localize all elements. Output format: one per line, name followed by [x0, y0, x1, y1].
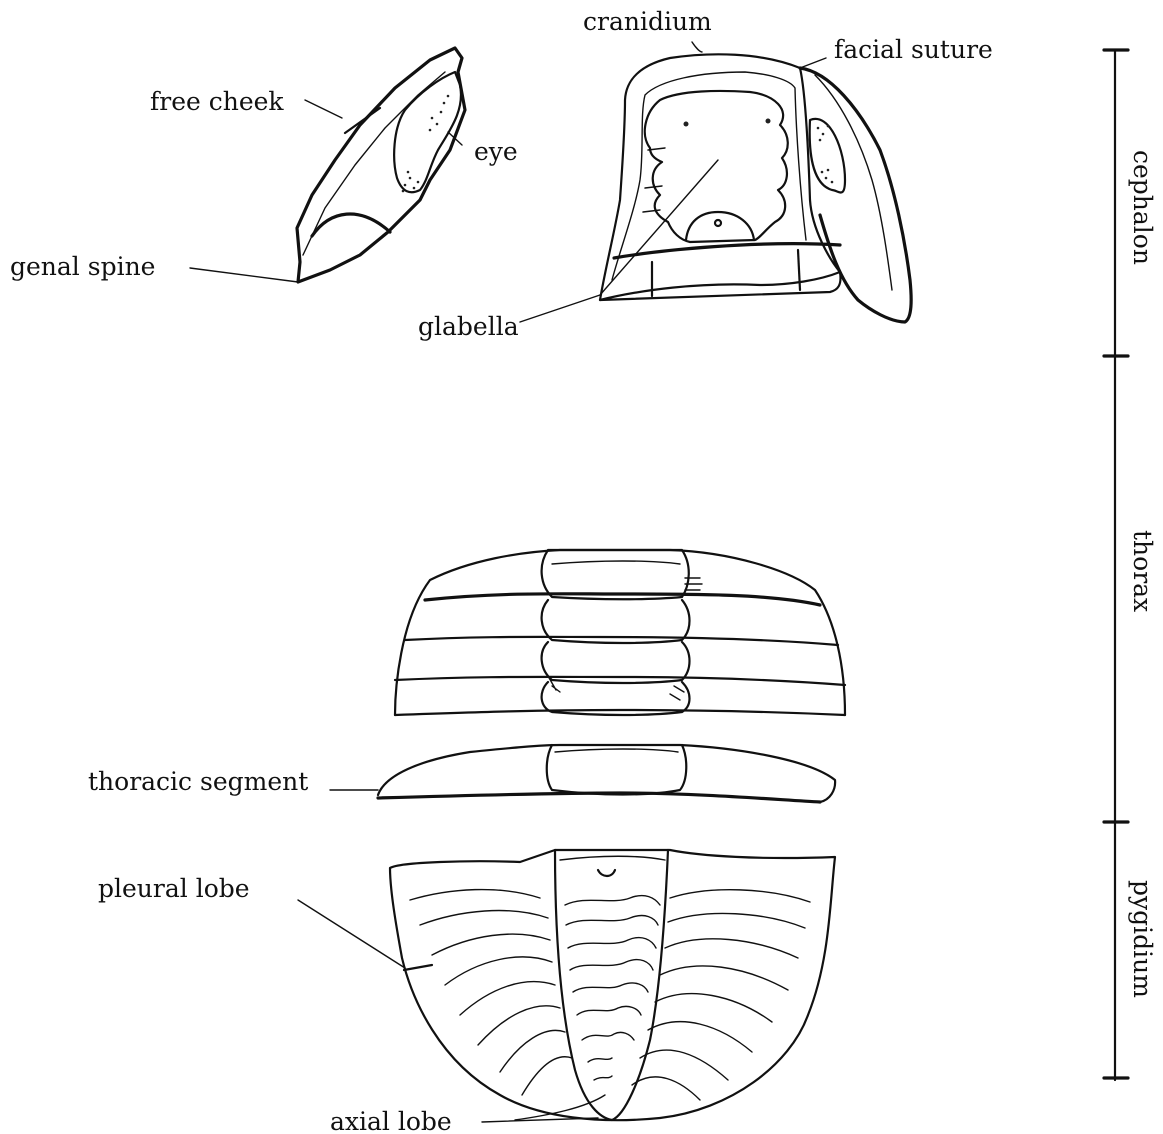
label-axial-lobe: axial lobe [330, 1107, 452, 1134]
label-thoracic-segment: thoracic segment [88, 767, 308, 796]
body-region-scale-bar [1104, 50, 1128, 1080]
cranidium-drawing [520, 42, 911, 322]
scale-label-cephalon: cephalon [1128, 150, 1157, 265]
label-facial-suture: facial suture [834, 35, 993, 64]
thorax-drawing [395, 550, 845, 715]
pygidium-drawing [298, 850, 835, 1122]
label-glabella: glabella [418, 312, 519, 341]
label-free-cheek: free cheek [150, 87, 284, 116]
free-cheek-drawing [190, 48, 465, 282]
thoracic-segment-drawing [330, 745, 835, 802]
scale-label-pygidium: pygidium [1128, 880, 1157, 998]
label-pleural-lobe: pleural lobe [98, 874, 250, 903]
label-genal-spine: genal spine [10, 252, 155, 281]
label-eye: eye [474, 137, 518, 166]
scale-label-thorax: thorax [1128, 530, 1157, 612]
label-cranidium: cranidium [583, 7, 712, 36]
right-eye-stipple [817, 125, 834, 184]
